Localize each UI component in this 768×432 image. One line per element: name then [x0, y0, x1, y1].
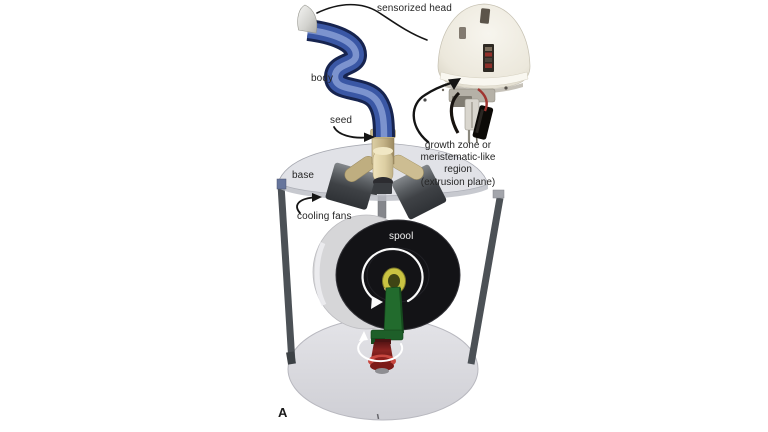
right-leg	[467, 197, 504, 365]
label-body: body	[311, 73, 334, 84]
cooling-fans-leader-arrow	[296, 193, 322, 214]
sensorized-head-leader-line	[316, 3, 428, 41]
label-spool: spool	[389, 231, 414, 242]
cooling-fan-right	[391, 164, 447, 220]
label-sensorized-head: sensorized head	[377, 3, 452, 14]
growth-zone-line-3: region	[444, 164, 472, 176]
label-base: base	[292, 170, 315, 181]
growth-zone-line-1: growth zone or	[424, 140, 492, 151]
seed-leader-arrow	[333, 126, 375, 142]
left-leg-cap	[276, 178, 287, 190]
head-sensor-strip	[483, 44, 494, 72]
head-sensor-slot	[479, 8, 491, 24]
label-seed: seed	[330, 115, 353, 126]
panel-label: A	[278, 405, 288, 420]
spool-rotation-arrow	[361, 247, 424, 309]
head-electronics	[423, 86, 508, 144]
head-sensor-slot	[459, 27, 466, 39]
label-growth-zone: growth zone or meristematic-like region …	[395, 140, 521, 189]
head-red-wire	[477, 88, 488, 112]
robot-head-tip	[297, 4, 318, 34]
growth-zone-arrow	[412, 78, 461, 144]
head-rim-band	[439, 71, 529, 87]
growth-zone-line-4: (extrusion plane)	[420, 176, 496, 188]
right-leg-cap	[492, 189, 505, 199]
left-leg	[277, 184, 296, 365]
label-cooling-fans: cooling fans	[297, 211, 352, 222]
sensorized-head-photo	[423, 3, 531, 144]
motor-rotation-arrow	[357, 331, 404, 363]
robot-body-tube	[297, 4, 395, 138]
head-cable	[449, 91, 461, 134]
growth-zone-line-2: meristematic-like	[420, 152, 496, 164]
